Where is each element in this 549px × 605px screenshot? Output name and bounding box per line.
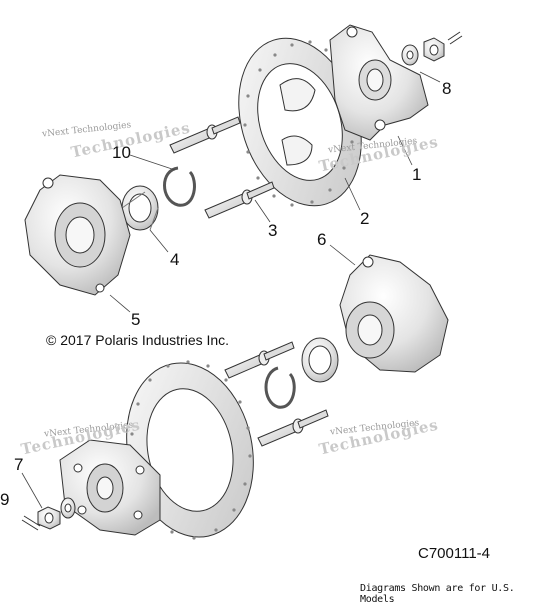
washer-nut-lower <box>21 497 76 531</box>
callout-5: 5 <box>131 310 141 329</box>
callout-2: 2 <box>360 209 370 228</box>
callout-9: 9 <box>0 490 10 509</box>
footer-note: Diagrams Shown are for U.S. Models <box>360 583 515 605</box>
wheel-studs-lower <box>224 341 329 447</box>
callout-6: 6 <box>317 230 327 249</box>
leader-lines <box>21 71 441 509</box>
wheel-studs-upper <box>169 116 275 219</box>
wheel-hub-lower <box>59 439 161 536</box>
callout-1: 1 <box>412 165 422 184</box>
callout-8: 8 <box>442 79 452 98</box>
snap-ring-upper <box>163 166 196 207</box>
knuckle-lower-right <box>339 254 449 373</box>
callout-4: 4 <box>170 250 180 269</box>
diagram-code: C700111-4 <box>418 545 490 562</box>
callout-10: 10 <box>112 143 131 162</box>
copyright-text: © 2017 Polaris Industries Inc. <box>46 332 230 348</box>
brake-rotor-lower <box>126 360 254 540</box>
washer-nut-upper <box>401 31 463 66</box>
knuckle-upper-right <box>329 24 429 141</box>
snap-ring-lower <box>264 366 296 409</box>
bearing-lower <box>301 337 339 383</box>
callout-7: 7 <box>14 455 24 474</box>
knuckle-upper-left <box>24 174 131 296</box>
callout-3: 3 <box>268 221 278 240</box>
bearing-upper <box>121 185 159 231</box>
